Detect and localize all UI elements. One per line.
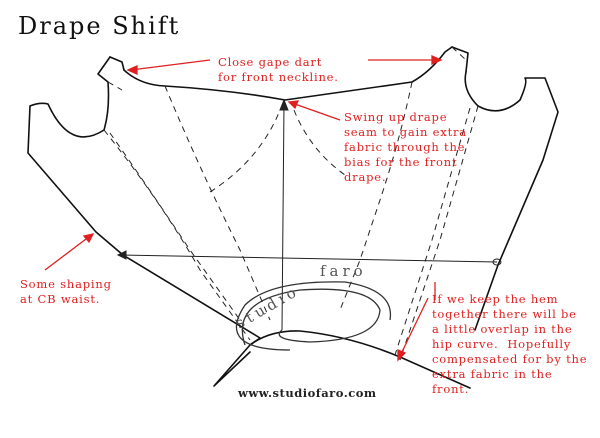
annotation-waist: Some shaping at CB waist. [20,277,112,306]
annotation-drape: Swing up drape seam to gain extra fabric… [344,110,467,184]
neckline-curve [123,46,453,101]
watermark-faro: faro [320,262,367,280]
annotation-hem: If we keep the hem together there will b… [432,292,588,396]
page-title: Drape Shift [18,12,181,40]
back-piece-outline [27,56,261,346]
hem-curve [249,330,471,389]
footer-url: www.studiofaro.com [238,386,377,400]
annotation-neckline: Close gape dart for front neckline. [218,55,339,84]
